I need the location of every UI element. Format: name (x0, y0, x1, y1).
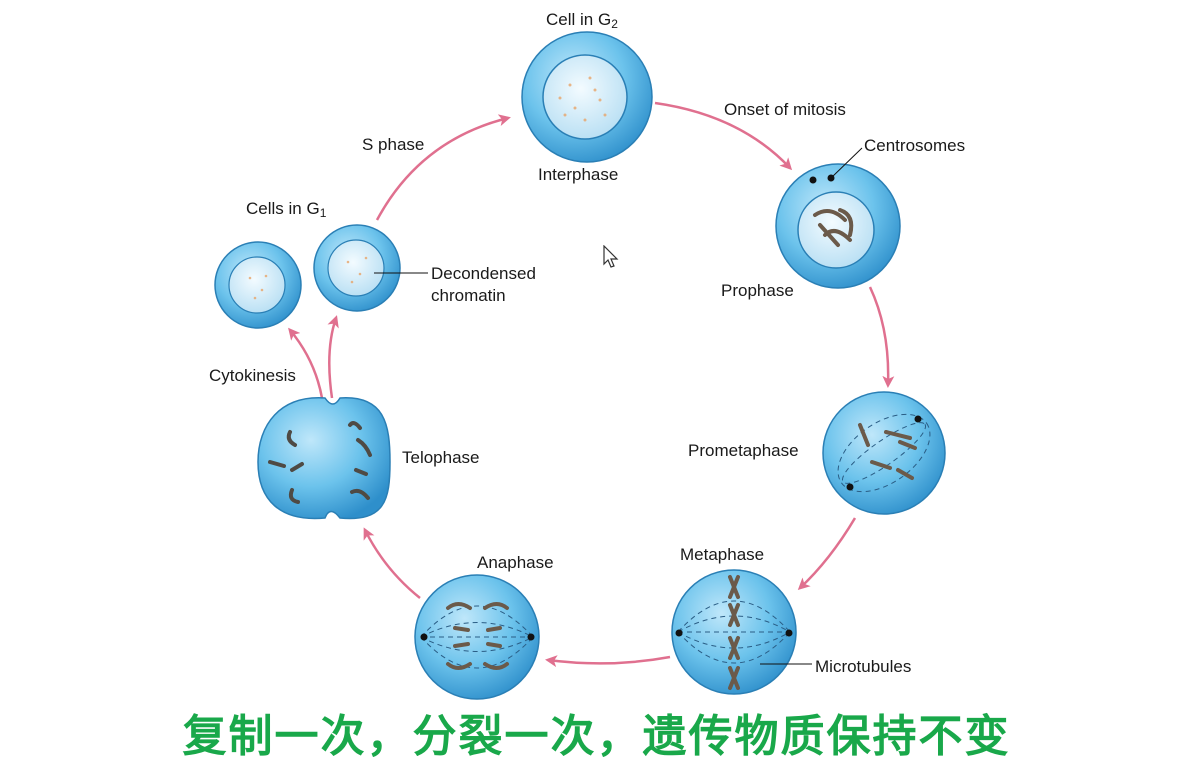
telophase-cell (257, 397, 391, 520)
label-telophase: Telophase (402, 448, 480, 467)
label-cell-g2: Cell in G2 (546, 10, 618, 31)
g1-cell-left (214, 241, 302, 329)
g1-cell-right (313, 224, 428, 312)
label-cytokinesis: Cytokinesis (209, 366, 296, 385)
label-chromatin: chromatin (431, 286, 506, 305)
metaphase-cell (671, 569, 812, 695)
label-metaphase: Metaphase (680, 545, 765, 564)
label-cells-g1: Cells in G1 (246, 199, 327, 220)
anaphase-cell (414, 574, 540, 700)
prometaphase-cell (822, 391, 946, 515)
label-interphase: Interphase (538, 165, 619, 184)
mouse-cursor-icon (603, 244, 619, 274)
arrow-to-anaphase (545, 655, 671, 668)
arrow-cytokinesis-right (327, 315, 339, 399)
label-microtubules: Microtubules (815, 657, 912, 676)
label-s-phase: S phase (362, 135, 425, 154)
label-decondensed: Decondensed (431, 264, 536, 283)
arrow-cytokinesis-left (288, 327, 324, 399)
label-prophase: Prophase (721, 281, 794, 300)
arrow-to-metaphase (797, 517, 857, 591)
label-prometaphase: Prometaphase (688, 441, 799, 460)
arrow-onset (654, 101, 793, 171)
arrow-s-phase (375, 114, 511, 221)
caption-text: 复制一次，分裂一次，遗传物质保持不变 (182, 711, 1011, 762)
prophase-cell (775, 147, 901, 289)
arrow-to-telophase (363, 527, 421, 599)
g2-cell (521, 31, 653, 163)
label-anaphase: Anaphase (477, 553, 554, 572)
label-onset-of-mitosis: Onset of mitosis (724, 100, 846, 119)
label-centrosomes: Centrosomes (864, 136, 966, 155)
arrow-to-prometaphase (868, 286, 895, 388)
